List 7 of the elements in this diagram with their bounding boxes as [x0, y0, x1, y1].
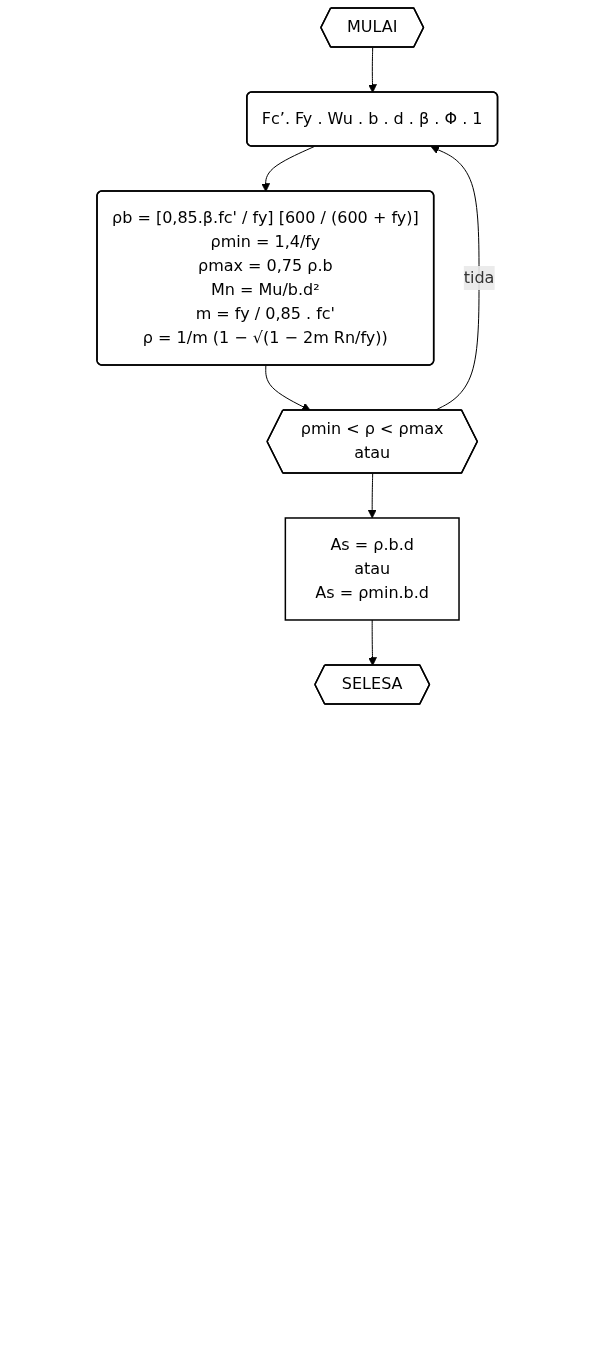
arrow	[368, 473, 377, 519]
arrow	[430, 145, 480, 411]
node-box: As = ρ.b.d atau As = ρmin.b.d	[284, 517, 460, 621]
arrow	[368, 619, 378, 666]
edge-label: tida	[463, 267, 495, 287]
arrow	[265, 365, 311, 411]
arrow	[368, 47, 378, 93]
